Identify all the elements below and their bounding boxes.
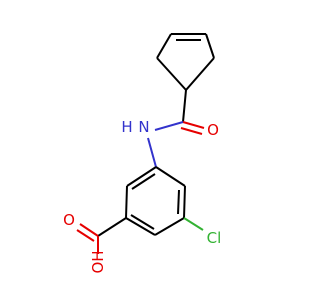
acid-oxygen-label: O [63,211,75,229]
amide-oxygen-label: O [207,121,219,139]
nitrogen-to-aryl-bond [147,137,157,168]
carboxylic-acid-group [76,217,127,254]
chlorine-bond [183,217,204,231]
ring-bond [156,33,172,59]
amide-carbonyl-double-bond [182,121,205,129]
amide-hydrogen-label: H [121,118,132,136]
molecule-structure: O H N O OH Cl [63,33,222,274]
amide-carbonyl-double-bond-2 [180,127,203,135]
ring-bond [185,57,215,91]
carbonyl-to-nitrogen-bond [154,121,184,131]
aromatic-bond [125,217,156,236]
amide-group [147,89,205,168]
aromatic-bond [183,185,186,219]
aromatic-bond [126,166,157,187]
chlorine-label: Cl [207,229,222,247]
hydroxyl-label: OH [89,250,107,273]
ring-bond [156,57,187,91]
ring-to-carbonyl-bond [182,89,187,123]
aryl-to-acid-carbon-bond [97,217,127,237]
acid-carbonyl-double-bond-2 [76,229,95,242]
benzene-ring [125,166,186,236]
aromatic-inner-bond [177,189,180,215]
aromatic-bond [125,185,128,219]
acid-carbonyl-double-bond [79,223,99,237]
amide-nitrogen-label: N [138,118,149,136]
aromatic-bond [154,217,185,236]
aromatic-inner-bond [130,214,155,230]
aromatic-inner-bond [131,173,156,190]
cyclopentene-ring [156,33,215,91]
aromatic-bond [155,166,186,187]
ring-bond [205,33,215,59]
